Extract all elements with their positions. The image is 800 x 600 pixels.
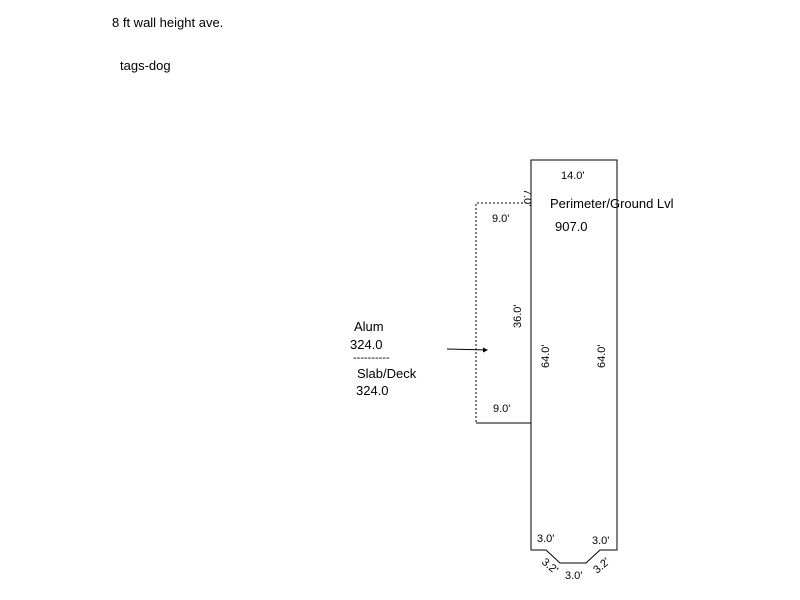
house-bottom-left-dimension: 3.0' [537, 533, 554, 545]
addition-value-slab: 324.0 [356, 383, 389, 398]
addition-value-alum: 324.0 [350, 337, 383, 352]
arrow-head-icon [483, 347, 488, 353]
house-top-dimension: 14.0' [561, 170, 585, 182]
house-right-side-dimension: 64.0' [596, 344, 608, 368]
house-label: Perimeter/Ground Lvl [550, 196, 674, 211]
house-left-side-dimension: 64.0' [540, 344, 552, 368]
wall-height-note: 8 ft wall height ave. [112, 15, 224, 30]
house-bottom-right-angle-dimension: 3.2' [591, 556, 612, 576]
tag-note: tags-dog [120, 58, 171, 73]
addition-label-alum: Alum [354, 319, 384, 334]
addition-side-dimension: 36.0' [512, 304, 524, 328]
addition-label-slab: Slab/Deck [357, 366, 417, 381]
house-perimeter-outline [530, 159, 618, 564]
house-bottom-right-dimension: 3.0' [592, 535, 609, 547]
addition-top-dimension: 9.0' [492, 213, 509, 225]
arrow-line [446, 348, 488, 351]
house-bottom-center-dimension: 3.0' [565, 570, 582, 582]
addition-bottom-dimension: 9.0' [493, 403, 510, 415]
house-top-jog-dimension: 7.0' [521, 189, 533, 206]
addition-separator: ---------- [353, 352, 390, 364]
house-bottom-left-angle-dimension: 3.2' [539, 556, 560, 576]
house-area: 907.0 [555, 219, 588, 234]
